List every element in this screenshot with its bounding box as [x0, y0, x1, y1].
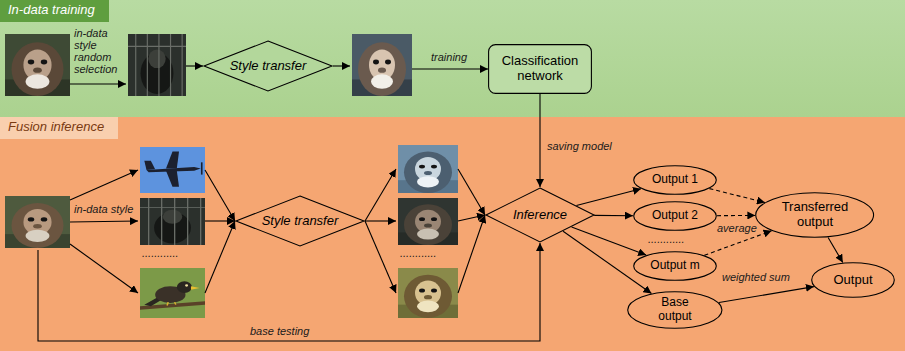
node-label: Output m: [650, 259, 699, 273]
image-arrow: [458, 169, 485, 215]
decision-diamond-shape: [486, 188, 594, 242]
output-ellipse: Base output: [627, 291, 723, 329]
arrow-note: base testing: [250, 325, 309, 337]
image-arrow: [205, 220, 235, 221]
output-ellipse: Output: [811, 262, 895, 298]
style-photo: [140, 147, 205, 193]
image-arrow: [365, 221, 396, 293]
ellipsis-mark: ............: [142, 247, 179, 259]
image-arrow: [70, 83, 126, 84]
node-label: Style transfer: [230, 59, 307, 74]
input-photo: [5, 34, 70, 96]
image-arrow: [205, 170, 235, 221]
dashed-arrow: [709, 189, 765, 203]
node-label: Output: [833, 273, 872, 288]
flow-arrow: [572, 227, 647, 255]
process-diamond-shape: [204, 41, 332, 91]
input-photo: [5, 196, 70, 248]
edge-label: weighted sum: [722, 271, 790, 283]
decision-diamond: Inference: [485, 187, 595, 243]
network-box-shape: [489, 45, 592, 94]
section-heading: Fusion inference: [0, 117, 118, 139]
output-ellipse: Output 2: [633, 201, 717, 231]
style-photo: [140, 268, 205, 318]
flow-arrow: [539, 94, 540, 187]
output-ellipse: Transferred output: [755, 192, 874, 238]
image-arrow: [365, 220, 396, 221]
output-ellipse-shape: [634, 202, 717, 231]
output-ellipse-shape: [634, 252, 717, 281]
style-photo: [140, 198, 205, 245]
ellipsis-mark: ............: [648, 233, 685, 245]
network-box: Classification network: [488, 44, 592, 94]
output-ellipse-shape: [812, 263, 895, 298]
node-label: Inference: [513, 208, 567, 223]
transferred-photo: [398, 268, 458, 318]
style-photo: [128, 34, 186, 96]
image-arrow: [70, 244, 138, 293]
edge-label: average: [717, 222, 757, 234]
flow-arrow: [594, 215, 633, 216]
image-arrows: [38, 66, 540, 341]
transferred-photo: [398, 145, 458, 193]
dashed-arrow: [717, 215, 755, 216]
image-arrow: [458, 215, 485, 293]
band-fill: [0, 117, 905, 351]
image-arrow: [333, 65, 350, 66]
transferred-photo: [352, 34, 412, 96]
process-diamond: Style transfer: [203, 40, 333, 92]
image-arrow: [38, 243, 540, 341]
process-diamond-shape: [236, 196, 364, 246]
flow-arrow: [719, 287, 814, 303]
arrow-note: in-data style random selection: [74, 27, 124, 75]
arrow-note: in-data style: [74, 203, 133, 215]
output-ellipse-shape: [634, 166, 717, 195]
image-arrow: [458, 215, 485, 221]
node-label: Output 1: [652, 173, 698, 187]
transferred-photo: [398, 198, 458, 245]
image-arrow: [70, 221, 138, 222]
node-label: Style transfer: [262, 214, 339, 229]
image-arrow: [205, 221, 235, 293]
section-band: Fusion inferenceStyle transferInferenceO…: [0, 117, 905, 351]
node-label: Classification network: [496, 54, 584, 84]
node-label: Base output: [649, 296, 701, 324]
image-arrow: [412, 68, 488, 69]
dashed-arrow: [704, 231, 771, 255]
flow-arrow: [828, 237, 843, 262]
process-diamond: Style transfer: [235, 195, 365, 247]
arrow-note: training: [431, 51, 467, 63]
node-label: Transferred output: [776, 200, 854, 230]
image-arrow: [365, 169, 396, 221]
ellipsis-mark: ............: [400, 247, 437, 259]
node-label: Output 2: [652, 209, 698, 223]
image-arrow: [70, 170, 138, 200]
edge-label: saving model: [547, 140, 612, 152]
output-ellipse: Output 1: [633, 165, 717, 195]
flow-arrow: [576, 189, 641, 206]
band-fill: [0, 0, 905, 117]
section-heading: In-data training: [0, 0, 109, 22]
output-ellipse-shape: [756, 193, 874, 238]
output-ellipse: Output m: [633, 251, 717, 281]
image-arrow: [186, 65, 203, 66]
output-ellipse-shape: [628, 292, 722, 329]
